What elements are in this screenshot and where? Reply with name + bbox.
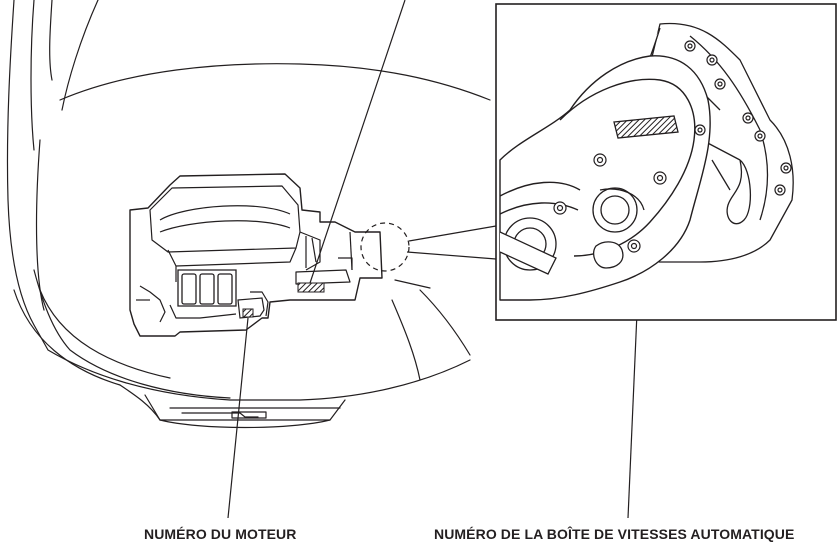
engine-number-marker: [237, 297, 265, 319]
dashed-detail-circle: [360, 222, 410, 272]
transmission-number-marker: [297, 282, 325, 293]
bolts: [553, 40, 792, 253]
car-front-outline: [6, 0, 491, 429]
callout-connector: [406, 225, 497, 260]
transmission-number-label: NUMÉRO DE LA BOÎTE DE VITESSES AUTOMATIQ…: [434, 526, 795, 542]
transmission-ports: [499, 187, 645, 275]
engine-number-label: NUMÉRO DU MOTEUR: [144, 526, 297, 542]
engine-cover-details: [136, 185, 353, 323]
transmission-number-plate: [613, 115, 679, 139]
intake-ports: [177, 269, 237, 307]
